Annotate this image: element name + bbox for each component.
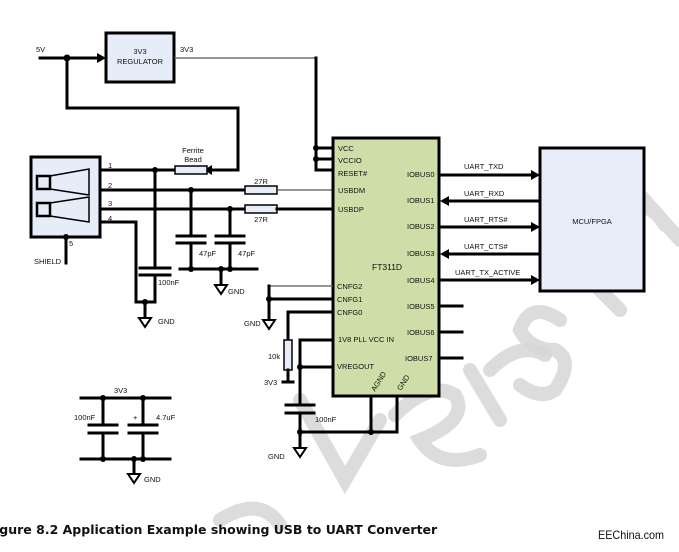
source-watermark: EEChina.com: [598, 528, 665, 542]
pin-vccio: VCCIO: [338, 156, 362, 165]
ferrite-label-1: Ferrite: [182, 146, 204, 155]
r-pullup: [283, 339, 293, 371]
ferrite-label-2: Bead: [184, 155, 202, 164]
pin-1v8: 1V8 PLL VCC IN: [338, 335, 394, 344]
signal-uart-rxd: [440, 196, 542, 206]
figure-caption: igure 8.2 Application Example showing US…: [0, 522, 438, 537]
r-usbdm-label: 27R: [254, 177, 268, 186]
signal-label-rxd: UART_RXD: [464, 189, 505, 198]
pin-iobus5: IOBUS5: [407, 302, 435, 311]
c-dm-label: 47pF: [199, 249, 217, 258]
signal-label-cts: UART_CTS#: [464, 242, 508, 251]
5v-label: 5V: [36, 45, 45, 54]
pin-vregout: VREGOUT: [337, 362, 375, 371]
pin-usbdp: USBDP: [338, 205, 364, 214]
pin-usbdm: USBDM: [338, 186, 365, 195]
pin-iobus3: IOBUS3: [407, 249, 435, 258]
usb-pin-1: 1: [108, 161, 112, 170]
signal-uart-tx-active: [437, 275, 540, 285]
c-dp-label: 47pF: [238, 249, 256, 258]
usb-pin-5: 5: [69, 239, 73, 248]
regulator-block: 3V3 REGULATOR: [104, 31, 176, 84]
pin-cnfg0: CNFG0: [337, 308, 362, 317]
c-vbus-label: 100nF: [158, 278, 180, 287]
signal-label-rts: UART_RTS#: [464, 215, 508, 224]
chip-name: FT311D: [372, 262, 402, 272]
r-usbdm: [244, 185, 278, 195]
mcu-label: MCU/FPGA: [572, 217, 612, 226]
usb-pin-2: 2: [108, 181, 112, 190]
signal-uart-cts: [440, 249, 542, 259]
c-decouple-1-label: 100nF: [74, 413, 96, 422]
pin-iobus6: IOBUS6: [407, 328, 435, 337]
r-usbdp: [244, 204, 278, 214]
pin-iobus4: IOBUS4: [407, 276, 435, 285]
mcu-fpga-block: [538, 146, 646, 293]
ferrite-bead: [174, 165, 208, 175]
power-input-net: [38, 53, 240, 175]
gnd-decouple-label: GND: [144, 475, 161, 484]
r-pullup-supply: 3V3: [264, 378, 277, 387]
signal-label-tx-active: UART_TX_ACTIVE: [455, 268, 520, 277]
c-decouple-2-label: 4.7uF: [156, 413, 176, 422]
vcc-net: [314, 56, 335, 172]
gnd-data-label: GND: [228, 287, 245, 296]
regulator-label-2: REGULATOR: [117, 57, 164, 66]
c-decouple-2-polarity: +: [133, 413, 138, 422]
ft311d-chip: [331, 136, 441, 398]
usb-pin-3: 3: [108, 199, 112, 208]
gnd-vbus-label: GND: [158, 317, 175, 326]
pin-iobus0: IOBUS0: [407, 170, 435, 179]
gnd-symbol-data: [213, 284, 229, 296]
r-usbdp-label: 27R: [254, 215, 268, 224]
pin-cnfg2: CNFG2: [337, 282, 362, 291]
gnd-symbol-vregout: [292, 447, 308, 459]
gnd-symbol-vbus: [137, 317, 153, 329]
r-pullup-label: 10k: [268, 352, 280, 361]
c-vregout-label: 100nF: [315, 415, 337, 424]
usb-pin-4: 4: [108, 214, 112, 223]
signal-uart-rts: [437, 222, 540, 232]
decoupling-rail-label: 3V3: [114, 386, 127, 395]
pin-iobus7: IOBUS7: [405, 354, 433, 363]
pin-iobus2: IOBUS2: [407, 222, 435, 231]
usb-connector: [29, 155, 102, 265]
3v3-label: 3V3: [180, 45, 193, 54]
signal-uart-txd: [437, 170, 540, 180]
pin-iobus1: IOBUS1: [407, 196, 435, 205]
signal-label-txd: UART_TXD: [464, 162, 504, 171]
shield-label: SHIELD: [34, 257, 62, 266]
decoupling-circuit: [79, 395, 172, 485]
pin-reset: RESET#: [338, 169, 368, 178]
pin-vcc: VCC: [338, 144, 354, 153]
regulator-label-1: 3V3: [133, 47, 146, 56]
gnd-vregout-label: GND: [268, 452, 285, 461]
gnd-cnfg-label: GND: [244, 319, 261, 328]
pin-cnfg1: CNFG1: [337, 295, 362, 304]
gnd-symbol-cnfg: [261, 319, 277, 331]
